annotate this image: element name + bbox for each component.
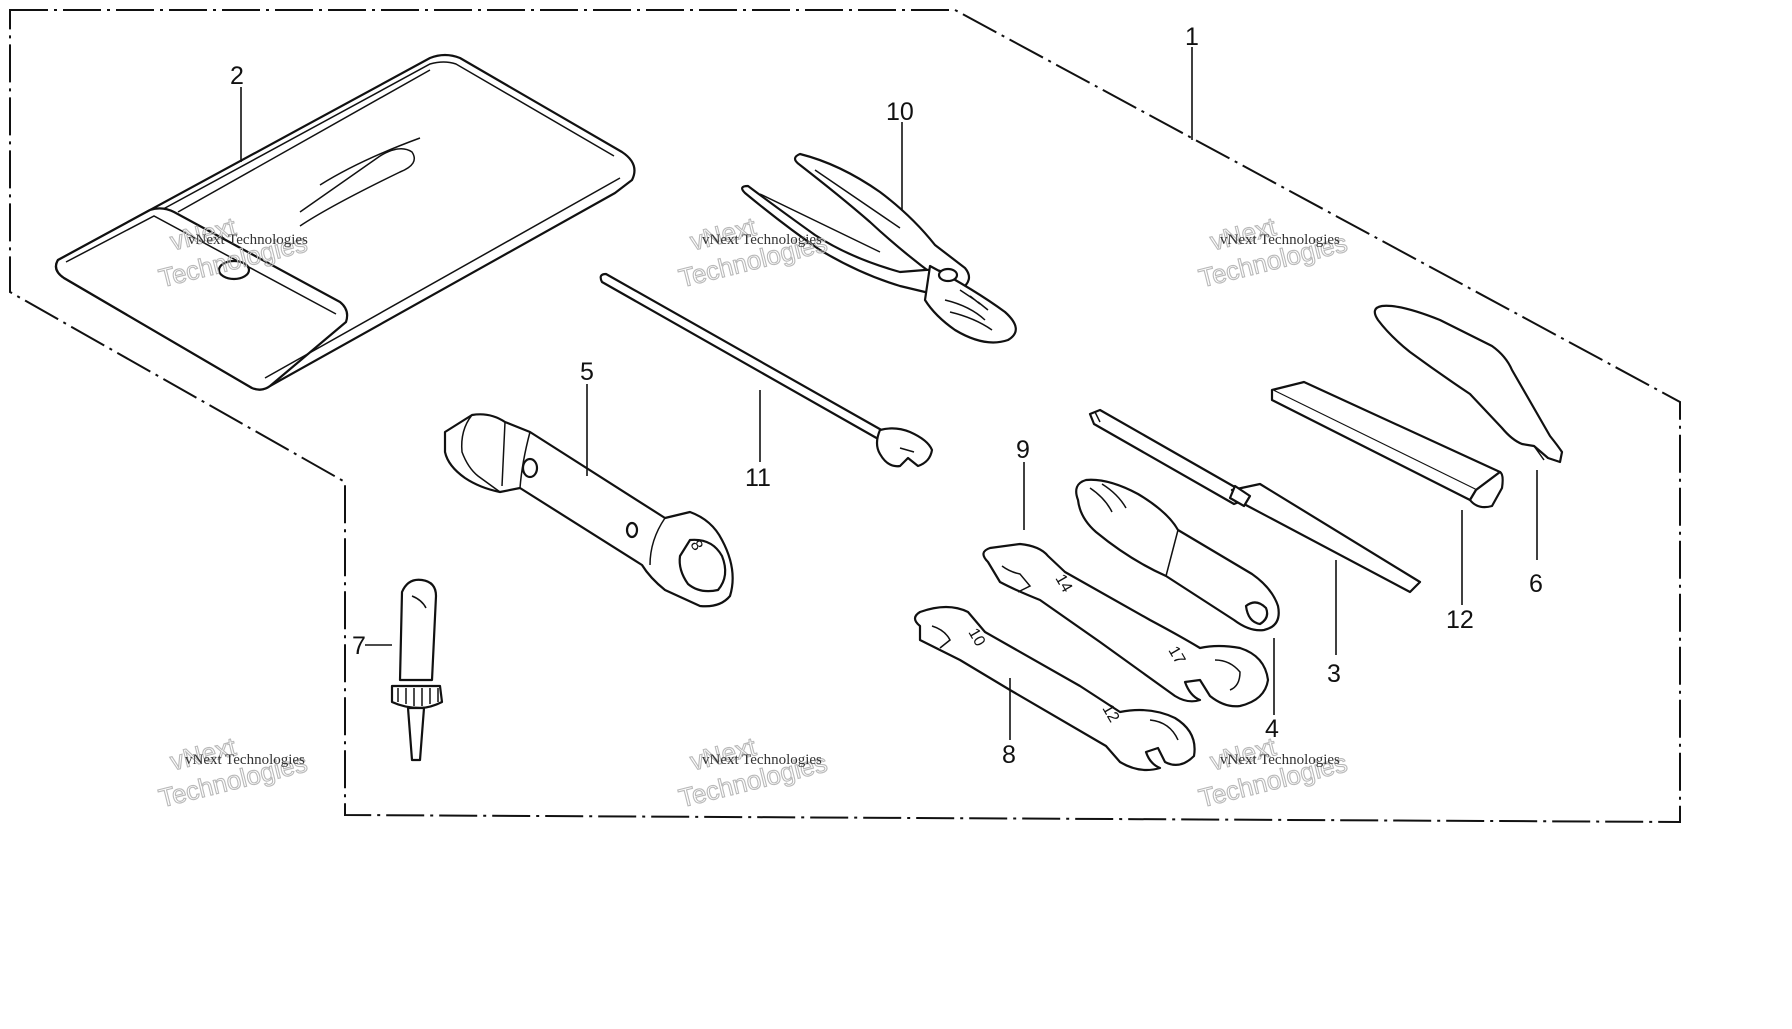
callout-6: 6 — [1529, 570, 1543, 598]
watermark-bottom-center: vNext Technologies vNext Technologies — [675, 731, 831, 814]
wrench-17-mark: 17 — [1165, 644, 1189, 668]
wrench-10-mark: 10 — [965, 626, 989, 650]
kit-boundary-outline — [9, 9, 1681, 824]
svg-text:vNext Technologies: vNext Technologies — [702, 232, 822, 248]
svg-text:vNext Technologies: vNext Technologies — [185, 752, 305, 768]
svg-text:vNext Technologies: vNext Technologies — [1220, 232, 1340, 248]
handle-tool — [390, 578, 444, 762]
callout-7: 7 — [352, 632, 366, 660]
wrench-12-mark: 12 — [1099, 702, 1123, 726]
callout-4: 4 — [1265, 715, 1279, 743]
callout-labels: 1 2 3 4 5 6 7 8 9 10 11 12 — [230, 23, 1543, 769]
callout-10: 10 — [886, 98, 914, 126]
svg-text:vNext Technologies: vNext Technologies — [702, 752, 822, 768]
callout-9: 9 — [1016, 436, 1030, 464]
screwdriver-handle — [1075, 478, 1280, 632]
wrench-14-mark: 14 — [1052, 572, 1076, 596]
pin-spanner — [1373, 304, 1564, 464]
svg-text:vNext Technologies: vNext Technologies — [188, 232, 308, 248]
callout-8: 8 — [1002, 741, 1016, 769]
screwdriver-shaft — [1088, 408, 1422, 594]
callout-12: 12 — [1446, 606, 1474, 634]
flat-bar — [1270, 380, 1504, 509]
leader-lines — [240, 47, 1538, 740]
tool-bag — [54, 53, 636, 391]
watermark-top-right: vNext Technologies vNext Technologies — [1195, 211, 1351, 294]
callout-5: 5 — [580, 358, 594, 386]
pliers — [741, 152, 1017, 344]
callout-11: 11 — [745, 464, 771, 492]
wrench-10-12: 10 12 — [913, 605, 1196, 772]
watermark-bottom-right: vNext Technologies vNext Technologies — [1195, 731, 1351, 814]
wrench-14-17: 14 17 — [982, 542, 1270, 708]
callout-2: 2 — [230, 62, 244, 90]
box-wrench: 8 — [443, 413, 734, 608]
callout-1: 1 — [1185, 23, 1199, 51]
watermark-top-center: vNext Technologies vNext Technologies — [675, 211, 831, 294]
rod-wrench — [599, 272, 934, 468]
watermark-bottom-left: vNext Technologies vNext Technologies — [155, 731, 311, 814]
svg-text:vNext Technologies: vNext Technologies — [1220, 752, 1340, 768]
callout-3: 3 — [1327, 660, 1341, 688]
